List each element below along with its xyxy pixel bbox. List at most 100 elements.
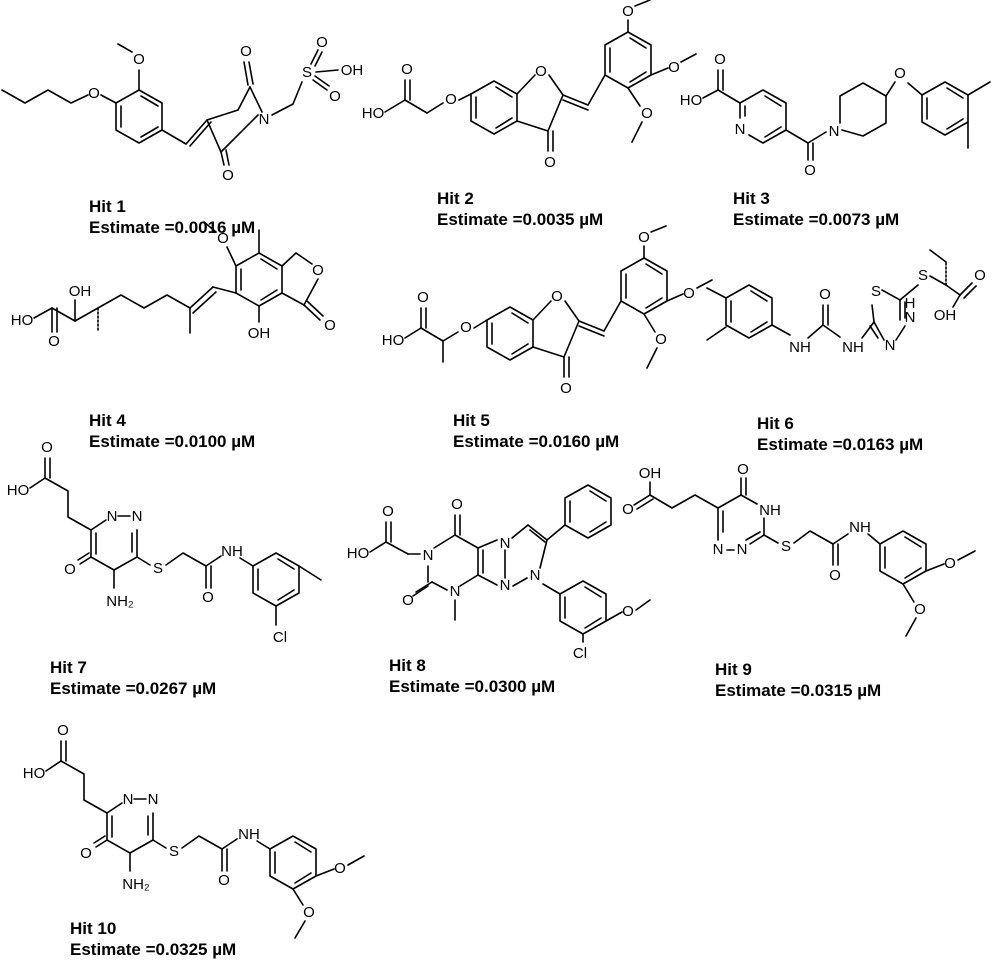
- atom-o: O: [401, 61, 413, 78]
- hit-3-label: Hit 3: [733, 189, 770, 208]
- atom-nh: NH: [842, 339, 864, 356]
- atom-nh: NH: [221, 543, 243, 560]
- atom-n: N: [885, 337, 896, 354]
- atom-o: O: [944, 555, 956, 572]
- hit-3-structure: HO O N O N O: [680, 51, 991, 179]
- hit-7-label: Hit 7: [50, 658, 87, 677]
- hit-8-structure: HO O N O N O N N N: [347, 484, 651, 662]
- atom-n: N: [500, 535, 511, 552]
- atom-o: O: [202, 589, 214, 606]
- atom-ho: HO: [23, 765, 46, 782]
- atom-o: O: [668, 59, 680, 76]
- atom-n: N: [259, 111, 270, 128]
- atom-oh: OH: [934, 307, 957, 324]
- hit-9-caption: Hit 9 Estimate =0.0315 µM: [715, 659, 881, 701]
- atom-o: O: [57, 722, 69, 739]
- atom-o: O: [402, 592, 414, 609]
- atom-oh: OH: [248, 325, 271, 342]
- atom-o: O: [683, 285, 695, 302]
- atom-ho: HO: [382, 332, 405, 349]
- atom-h: H: [905, 295, 916, 312]
- atom-o: O: [240, 43, 252, 60]
- hit-9-structure: OH O O NH N N S O NH O: [622, 461, 976, 637]
- atom-n: N: [530, 567, 541, 584]
- atom-n: N: [500, 577, 511, 594]
- hit-3-estimate: Estimate =0.0073 µM: [733, 210, 900, 229]
- hit-5-caption: Hit 5 Estimate =0.0160 µM: [453, 410, 619, 452]
- hit-5-label: Hit 5: [453, 411, 490, 430]
- atom-o: O: [560, 380, 572, 397]
- hit-2-label: Hit 2: [437, 189, 474, 208]
- hit-8-label: Hit 8: [389, 656, 426, 675]
- atom-n: N: [423, 547, 434, 564]
- atom-nh: NH: [789, 339, 811, 356]
- atom-o: O: [41, 439, 53, 456]
- atom-o: O: [334, 860, 346, 877]
- atom-nh: NH: [759, 502, 781, 519]
- hit-9-label: Hit 9: [715, 660, 752, 679]
- atom-o: O: [417, 289, 429, 306]
- atom-o: O: [638, 229, 650, 246]
- atom-o: O: [382, 503, 394, 520]
- atom-o: O: [551, 288, 563, 305]
- hit-5-structure: HO O O O O O O O: [382, 225, 713, 397]
- atom-n: N: [450, 583, 461, 600]
- atom-o: O: [914, 601, 926, 618]
- atom-s: S: [153, 560, 163, 577]
- hit-5-estimate: Estimate =0.0160 µM: [453, 432, 620, 451]
- atom-oh: OH: [69, 283, 92, 300]
- atom-o: O: [714, 51, 726, 68]
- hit-6-caption: Hit 6 Estimate =0.0163 µM: [757, 413, 923, 455]
- hit-7-structure: HO O N N O NH₂ S O NH Cl: [7, 439, 322, 646]
- atom-o: O: [544, 154, 556, 171]
- atom-n: N: [713, 541, 724, 558]
- hit-10-estimate: Estimate =0.0325 µM: [70, 940, 237, 959]
- atom-ho: HO: [362, 105, 385, 122]
- hit-9-estimate: Estimate =0.0315 µM: [715, 681, 882, 700]
- atom-s: S: [871, 283, 881, 300]
- atom-nh2: NH₂: [106, 593, 134, 610]
- atom-n: N: [123, 791, 134, 808]
- atom-o: O: [641, 105, 653, 122]
- atom-cl: Cl: [273, 629, 287, 646]
- atom-o: O: [217, 230, 229, 247]
- hit-8-estimate: Estimate =0.0300 µM: [389, 677, 556, 696]
- atom-cl: Cl: [573, 645, 587, 662]
- hit-1-structure: O O O N O S O O OH: [1, 34, 364, 184]
- hit-2-structure: HO O O O O O O O: [362, 0, 697, 171]
- atom-o: O: [804, 162, 816, 179]
- atom-o: O: [622, 603, 634, 620]
- atom-n: N: [107, 508, 118, 525]
- atom-o: O: [622, 3, 634, 20]
- atom-o: O: [329, 88, 341, 105]
- atom-o: O: [324, 317, 336, 334]
- hit-6-estimate: Estimate =0.0163 µM: [757, 435, 924, 454]
- atom-oh: OH: [341, 62, 364, 79]
- atom-o: O: [460, 319, 472, 336]
- hit-1-label: Hit 1: [89, 197, 126, 216]
- atom-o: O: [64, 561, 76, 578]
- atom-ho: HO: [680, 92, 703, 109]
- atom-ho: HO: [7, 482, 30, 499]
- hit-4-caption: Hit 4 Estimate =0.0100 µM: [89, 410, 255, 452]
- hit-10-label: Hit 10: [70, 919, 117, 938]
- atom-nh: NH: [849, 519, 871, 536]
- atom-o: O: [312, 262, 324, 279]
- atom-o: O: [974, 267, 986, 284]
- atom-o: O: [133, 51, 145, 68]
- hit-4-estimate: Estimate =0.0100 µM: [89, 432, 256, 451]
- hit-3-caption: Hit 3 Estimate =0.0073 µM: [733, 188, 899, 230]
- atom-o: O: [222, 167, 234, 184]
- atom-n: N: [905, 309, 916, 326]
- atom-oh: OH: [639, 465, 662, 482]
- atom-o: O: [445, 91, 457, 108]
- atom-ho: HO: [11, 312, 34, 329]
- hit-1-estimate: Estimate =0.0016 µM: [89, 218, 256, 237]
- atom-n: N: [735, 121, 746, 138]
- hit-4-structure: HO O OH O OH O O: [11, 221, 336, 350]
- hit-6-label: Hit 6: [757, 414, 794, 433]
- atom-n: N: [148, 791, 159, 808]
- atom-o: O: [48, 333, 60, 350]
